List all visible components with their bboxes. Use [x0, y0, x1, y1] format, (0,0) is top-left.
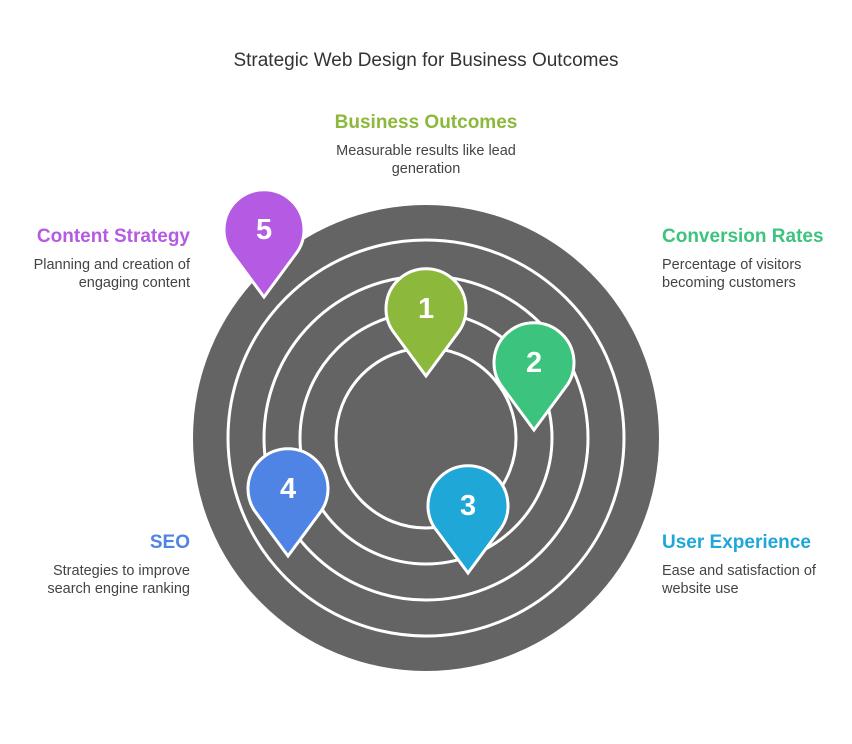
business-outcomes-heading: Business Outcomes — [334, 112, 518, 133]
pin-1-number: 1 — [418, 293, 434, 325]
pin-1: 1 — [384, 267, 468, 379]
seo-description: Strategies to improve search engine rank… — [47, 563, 190, 597]
pin-4-number: 4 — [280, 473, 296, 505]
label-conversion-rates: Conversion Rates Percentage of visitors … — [662, 226, 842, 292]
user-experience-heading: User Experience — [662, 532, 811, 553]
seo-heading: SEO — [149, 532, 190, 553]
outer-disc — [193, 205, 659, 671]
user-experience-description: Ease and satisfaction of website use — [662, 563, 816, 597]
pin-2: 2 — [492, 321, 576, 433]
diagram-title: Strategic Web Design for Business Outcom… — [233, 50, 619, 71]
label-content-strategy: Content Strategy Planning and creation o… — [20, 226, 190, 292]
pin-3-number: 3 — [460, 490, 476, 522]
pin-5: 5 — [222, 188, 306, 300]
conversion-rates-description: Percentage of visitors becoming customer… — [662, 257, 802, 291]
content-strategy-description: Planning and creation of engaging conten… — [33, 257, 190, 291]
ring-4 — [226, 238, 626, 638]
pin-4: 4 — [246, 447, 330, 559]
content-strategy-heading: Content Strategy — [36, 226, 190, 247]
pin-5-number: 5 — [256, 214, 272, 246]
conversion-rates-heading: Conversion Rates — [662, 226, 824, 247]
business-outcomes-description: Measurable results like lead generation — [336, 143, 516, 177]
label-user-experience: User Experience Ease and satisfaction of… — [662, 532, 842, 598]
pin-3: 3 — [426, 464, 510, 576]
label-business-outcomes: Business Outcomes Measurable results lik… — [276, 112, 576, 178]
label-seo: SEO Strategies to improve search engine … — [20, 532, 190, 598]
pin-2-number: 2 — [526, 347, 542, 379]
